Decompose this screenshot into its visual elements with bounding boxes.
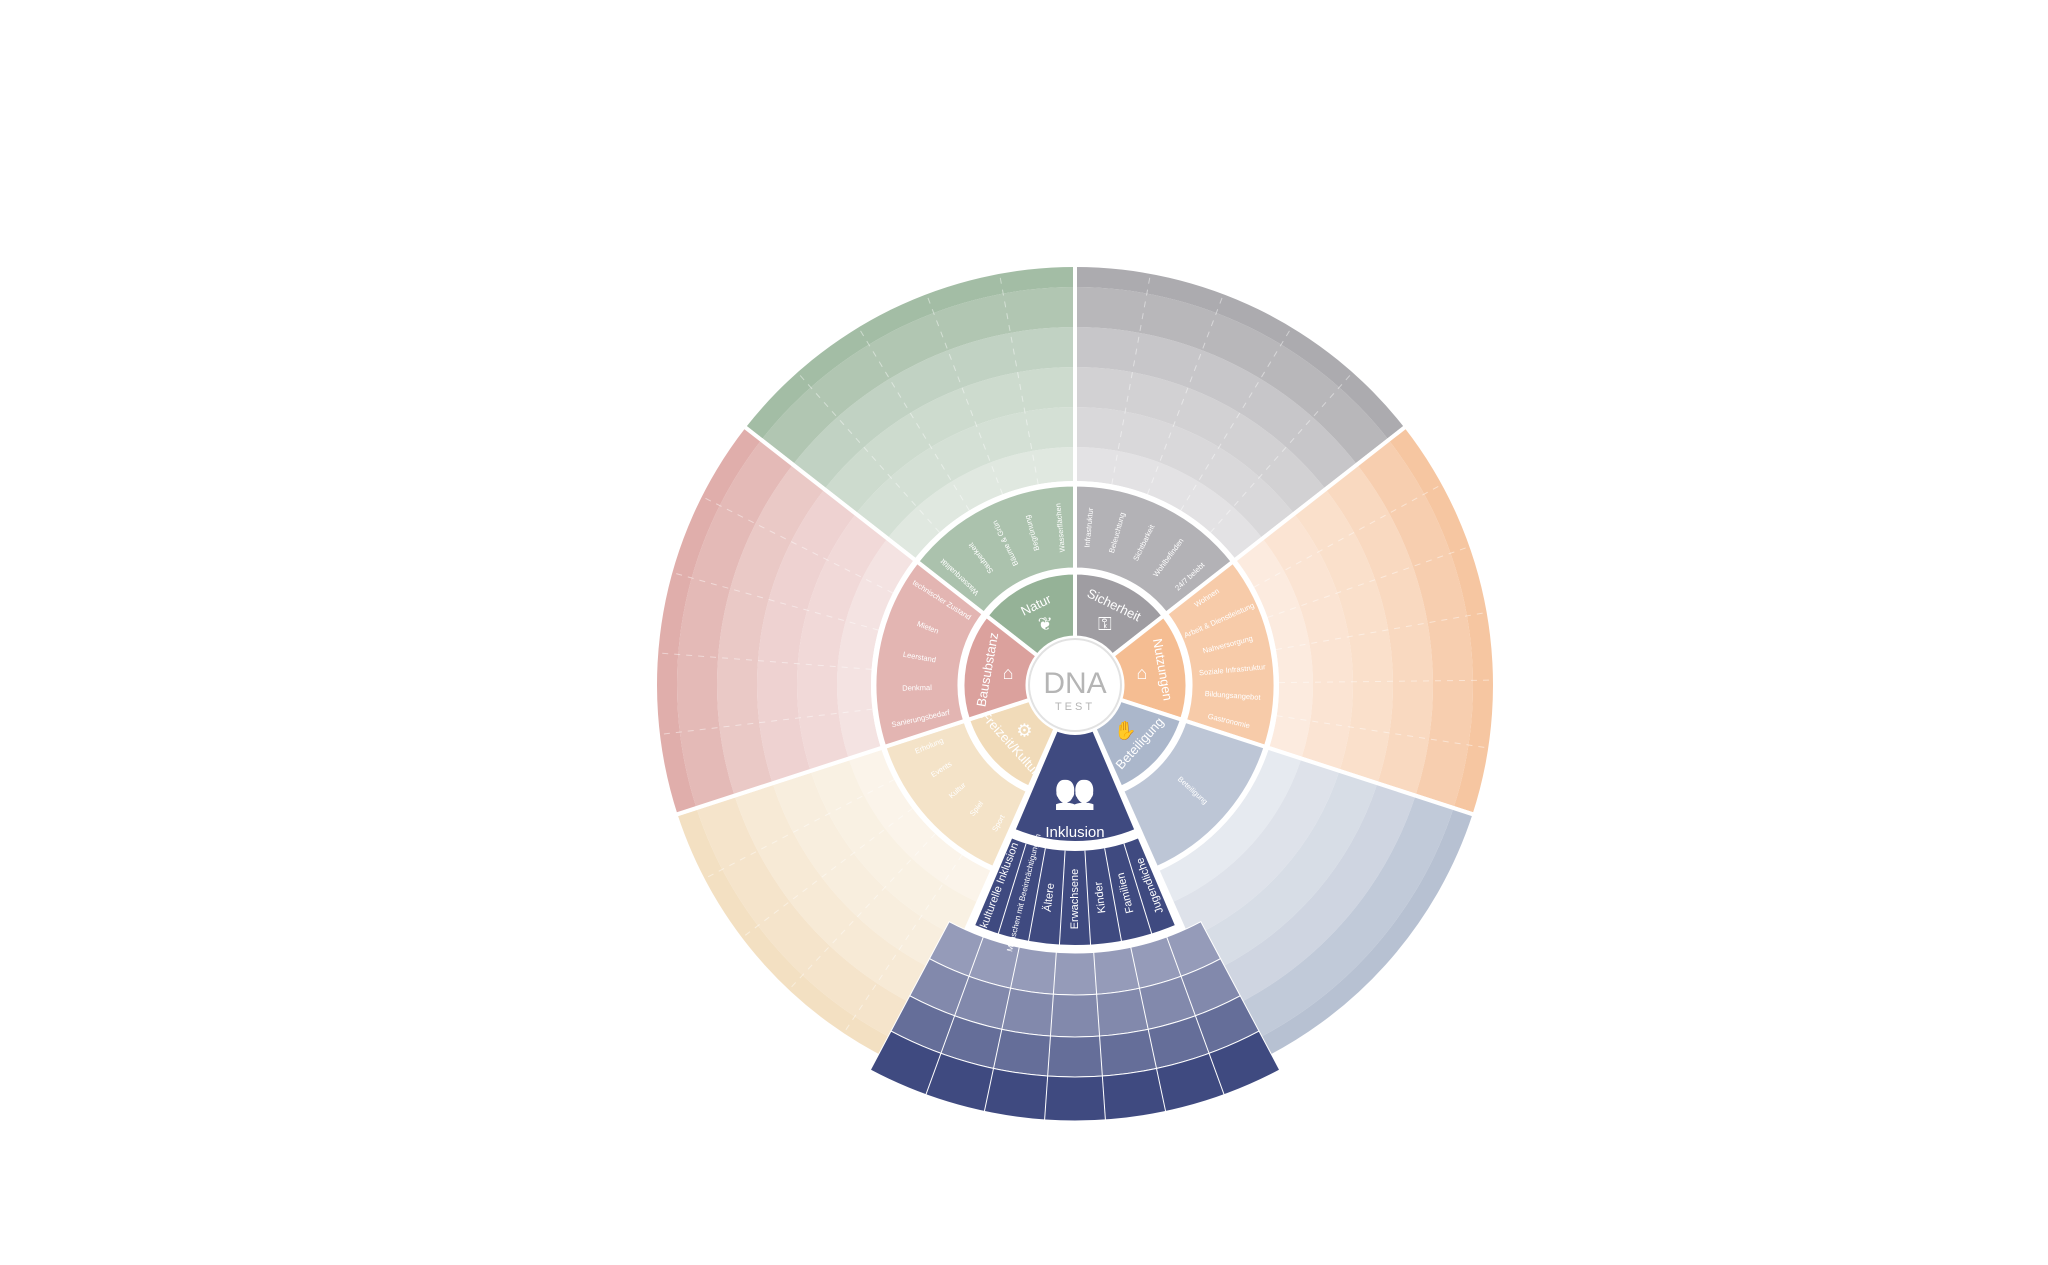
center-subtitle: TEST xyxy=(1055,701,1095,713)
sector-inklusion-item: Erwachsene xyxy=(1069,869,1081,930)
inklusion-cell-divider xyxy=(1166,936,1225,1095)
sector-beteiligung-band[interactable] xyxy=(1220,795,1454,1049)
sector-natur-band[interactable] xyxy=(761,287,1075,465)
sector-divider xyxy=(742,424,1040,659)
inklusion-item-divider xyxy=(1084,850,1092,947)
sector-natur-item: Wasserflächen xyxy=(1053,503,1066,553)
sector-freizeitkultur-band[interactable] xyxy=(848,748,993,903)
sector-nutzungen-item: Bildungsangebot xyxy=(1204,689,1261,702)
sector-freizeitkultur-band[interactable] xyxy=(810,758,979,939)
sector-sicherheit-band[interactable] xyxy=(1075,407,1295,539)
sector-divider xyxy=(674,697,1032,817)
sector-beteiligung-band[interactable] xyxy=(1188,770,1378,976)
sector-nutzungen-band[interactable] xyxy=(1294,489,1393,784)
inklusion-cell-divider xyxy=(1130,947,1167,1112)
center-badge[interactable]: DNA TEST xyxy=(1028,638,1122,732)
center-title: DNA xyxy=(1043,667,1106,700)
sector-natur-band[interactable] xyxy=(855,407,1075,539)
inklusion-item-divider xyxy=(1123,843,1153,936)
sector-bausubstanz-band[interactable] xyxy=(797,513,888,771)
inklusion-cell-divider xyxy=(983,947,1020,1112)
sector-bausubstanz-band[interactable] xyxy=(837,538,915,759)
sector-inklusion-item: Ältere xyxy=(1042,882,1057,912)
sector-inklusion-label: Inklusion xyxy=(1045,824,1104,841)
sector-freizeitkultur-band[interactable] xyxy=(772,770,962,976)
people-group-icon: 👥 xyxy=(1054,773,1096,811)
sector-inklusion-items-ring[interactable] xyxy=(970,833,1180,949)
inklusion-item-divider xyxy=(1104,848,1123,943)
leaf-icon: ❦ xyxy=(1038,614,1053,634)
sectors-layer xyxy=(657,265,1494,1070)
house-gear-icon: ⌂ xyxy=(1003,663,1014,683)
sector-natur-band[interactable] xyxy=(792,327,1075,490)
sector-inklusion-band[interactable] xyxy=(869,1030,1281,1122)
sector-natur-band[interactable] xyxy=(824,367,1075,514)
sector-freizeitkultur-band[interactable] xyxy=(696,795,930,1049)
sector-bausubstanz-band[interactable] xyxy=(657,427,762,815)
sector-nutzungen-band[interactable] xyxy=(1357,439,1473,808)
sector-nutzungen-band[interactable] xyxy=(1388,427,1494,815)
sector-nutzungen-band[interactable] xyxy=(1325,464,1433,796)
sector-divider xyxy=(1118,697,1476,817)
lock-icon: ⚿ xyxy=(1098,614,1112,634)
sector-inklusion-core[interactable] xyxy=(1010,726,1140,845)
sector-beteiligung-band[interactable] xyxy=(1204,783,1416,1013)
sector-sicherheit-band[interactable] xyxy=(1075,367,1326,514)
center-circle xyxy=(1028,638,1122,732)
inklusion-cell-divider xyxy=(1044,952,1057,1120)
sector-bausubstanz-item: Denkmal xyxy=(902,683,932,693)
sector-natur-band[interactable] xyxy=(745,267,1075,440)
sector-sicherheit-item: Infrastruktur xyxy=(1083,507,1096,548)
sector-bausubstanz-band[interactable] xyxy=(717,464,825,796)
sector-sicherheit-band[interactable] xyxy=(1075,267,1405,440)
bicycle-icon: ⚙ xyxy=(1016,721,1032,741)
sector-divider xyxy=(1110,424,1408,659)
sector-bausubstanz-band[interactable] xyxy=(677,439,793,808)
inklusion-item-divider xyxy=(1058,850,1066,947)
sector-inklusion-item: Kinder xyxy=(1093,881,1109,914)
sector-sicherheit-band[interactable] xyxy=(1075,447,1263,560)
sector-bausubstanz-band[interactable] xyxy=(756,489,856,784)
sector-sicherheit-band[interactable] xyxy=(1075,327,1358,490)
houses-icon: ⌂ xyxy=(1137,663,1148,683)
raised-hand-icon: ✋ xyxy=(1114,720,1136,741)
sector-beteiligung-band[interactable] xyxy=(1157,748,1302,903)
inklusion-item-divider xyxy=(997,843,1027,936)
inklusion-cell-divider xyxy=(925,936,984,1095)
inklusion-item-divider xyxy=(1027,848,1046,943)
highlight-layer xyxy=(869,726,1281,1122)
sector-natur-band[interactable] xyxy=(887,447,1075,560)
sector-beteiligung-band[interactable] xyxy=(1171,758,1340,939)
inklusion-cell-divider xyxy=(1093,952,1106,1120)
sector-nutzungen-band[interactable] xyxy=(1262,513,1353,771)
sector-freizeitkultur-band[interactable] xyxy=(734,783,946,1013)
sector-sicherheit-band[interactable] xyxy=(1075,287,1389,465)
sector-nutzungen-band[interactable] xyxy=(1235,538,1313,759)
